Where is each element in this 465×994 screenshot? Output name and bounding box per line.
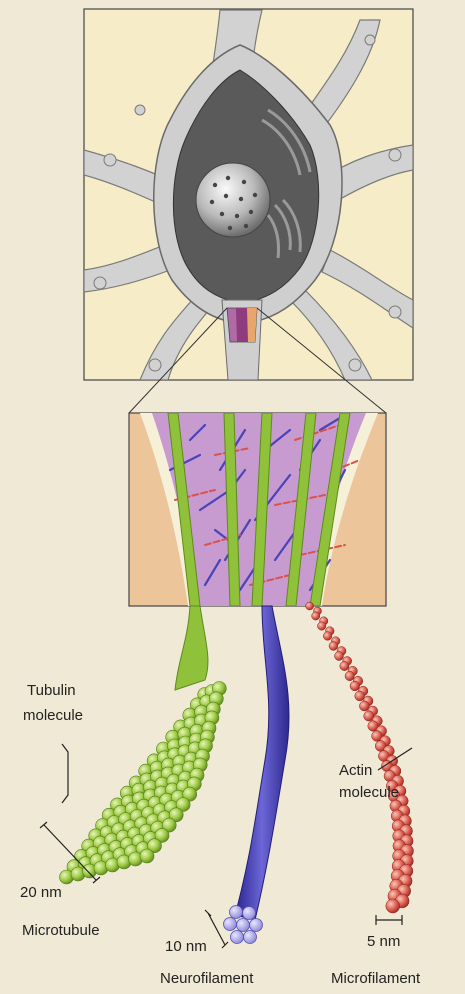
actin-label-line1: Actin	[339, 762, 372, 780]
actin-subunit	[335, 652, 344, 661]
tubulin-subunit	[140, 849, 154, 863]
actin-subunit	[350, 681, 360, 691]
axon-cytoskeleton-panel	[129, 413, 386, 606]
microtubule-size-label: 20 nm	[20, 884, 62, 902]
actin-subunit	[329, 642, 338, 651]
actin-subunit	[306, 602, 314, 610]
neurofilament-illustration	[224, 606, 290, 944]
actin-subunit	[345, 671, 354, 680]
neuron-cell-illustration	[84, 9, 413, 380]
neurofilament-scale-bar	[205, 910, 228, 948]
actin-subunit	[340, 661, 349, 670]
tubulin-subunits	[60, 682, 227, 885]
actin-subunit	[386, 899, 400, 913]
tubulin-label-line1: Tubulin	[27, 682, 76, 700]
neurofilament-label: Neurofilament	[160, 970, 253, 988]
actin-label-line2: molecule	[339, 784, 399, 802]
actin-subunit	[318, 622, 326, 630]
tubulin-bracket	[62, 744, 68, 803]
microfilament-scale-bar	[376, 915, 402, 925]
actin-subunit	[323, 632, 332, 641]
actin-subunit	[312, 612, 320, 620]
microfilament-label: Microfilament	[331, 970, 420, 988]
microtubule-label: Microtubule	[22, 922, 100, 940]
microtubule-illustration	[60, 606, 227, 884]
microfilament-size-label: 5 nm	[367, 933, 400, 951]
neurofilament-size-label: 10 nm	[165, 938, 207, 956]
tubulin-label-line2: molecule	[23, 707, 83, 725]
